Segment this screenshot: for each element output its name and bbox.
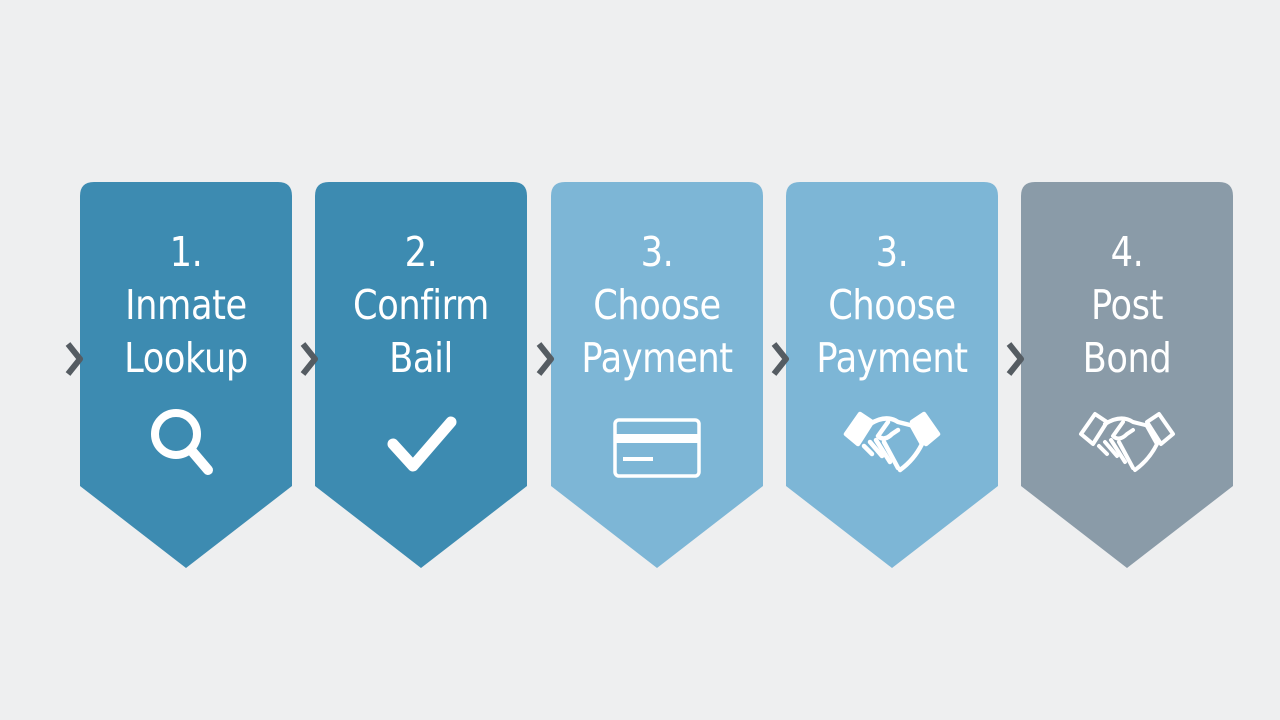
- step-title-line1: Post: [1090, 281, 1164, 329]
- step-title-line1: Choose: [593, 281, 721, 329]
- step-arrow-shape: [786, 182, 998, 568]
- step-number: 3.: [640, 228, 674, 276]
- step-arrow-shape: [80, 182, 292, 568]
- magnifier-icon: [151, 409, 213, 475]
- checkmark-icon: [387, 416, 457, 472]
- step-confirm-bail: 2. Confirm Bail: [315, 182, 527, 568]
- step-title-line2: Bail: [389, 334, 453, 382]
- step-number: 3.: [875, 228, 909, 276]
- step-title-line2: Lookup: [124, 334, 248, 382]
- chevron-right-icon: [1006, 342, 1024, 376]
- handshake-icon: [843, 411, 941, 473]
- step-arrow-shape: [315, 182, 527, 568]
- step-title-line2: Bond: [1082, 334, 1172, 382]
- step-label: 3. Choose Payment: [801, 226, 983, 385]
- handshake-icon: [1079, 412, 1175, 472]
- step-arrow-shape: [1021, 182, 1233, 568]
- chevron-right-icon: [65, 342, 83, 376]
- step-title-line2: Payment: [816, 334, 968, 382]
- step-label: 3. Choose Payment: [566, 226, 748, 385]
- chevron-right-icon: [300, 342, 318, 376]
- step-arrow-shape: [551, 182, 763, 568]
- step-label: 2. Confirm Bail: [330, 226, 512, 385]
- step-post-bond: 4. Post Bond: [1021, 182, 1233, 568]
- step-label: 4. Post Bond: [1036, 226, 1218, 385]
- step-choose-payment-card: 3. Choose Payment: [551, 182, 763, 568]
- step-title-line1: Choose: [828, 281, 956, 329]
- step-title-line2: Payment: [581, 334, 733, 382]
- credit-card-icon: [613, 418, 701, 478]
- step-number: 4.: [1110, 228, 1144, 276]
- chevron-right-icon: [771, 342, 789, 376]
- step-title-line1: Inmate: [125, 281, 247, 329]
- step-title-line1: Confirm: [353, 281, 489, 329]
- step-choose-payment-handshake: 3. Choose Payment: [786, 182, 998, 568]
- step-number: 1.: [169, 228, 203, 276]
- step-label: 1. Inmate Lookup: [95, 226, 277, 385]
- chevron-right-icon: [536, 342, 554, 376]
- step-number: 2.: [404, 228, 438, 276]
- step-inmate-lookup: 1. Inmate Lookup: [80, 182, 292, 568]
